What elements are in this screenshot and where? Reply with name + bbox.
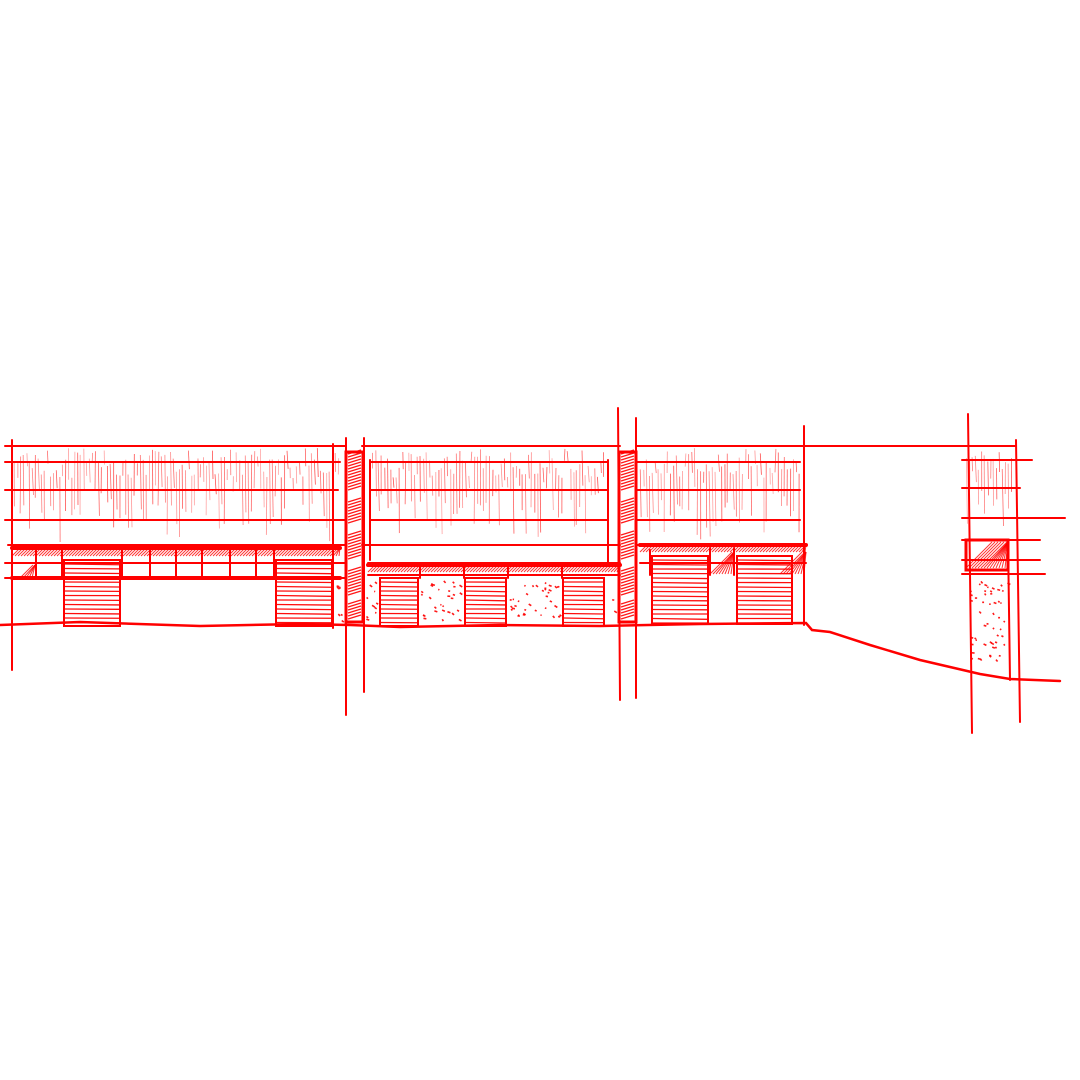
concrete-speckle-texture bbox=[336, 580, 1011, 662]
ground-line bbox=[0, 620, 1062, 683]
shutter-panels bbox=[63, 555, 793, 627]
dense-hatch-bands bbox=[11, 541, 1009, 579]
side-block bbox=[964, 538, 1010, 572]
structural-columns bbox=[344, 449, 638, 624]
